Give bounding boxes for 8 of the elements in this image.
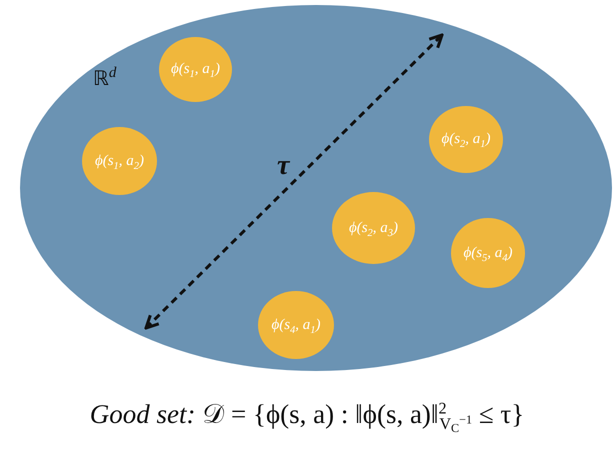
math-label: ϕ(s$_{1}$, a$_{2}$) [94,154,144,168]
space-label: ℝ$^{d}$ [93,68,116,88]
math-label: ϕ(s$_{2}$, a$_{1}$) [441,132,491,147]
math-label: ϕ(s$_{4}$, a$_{1}$) [271,318,321,332]
math-label: ϕ(s$_{1}$, a$_{1}$) [170,62,220,77]
math-label: ϕ(s$_{5}$, a$_{4}$) [463,246,513,260]
math-label: ϕ(s$_{2}$, a$_{3}$) [348,220,398,236]
dimension-label: τ [277,152,290,180]
